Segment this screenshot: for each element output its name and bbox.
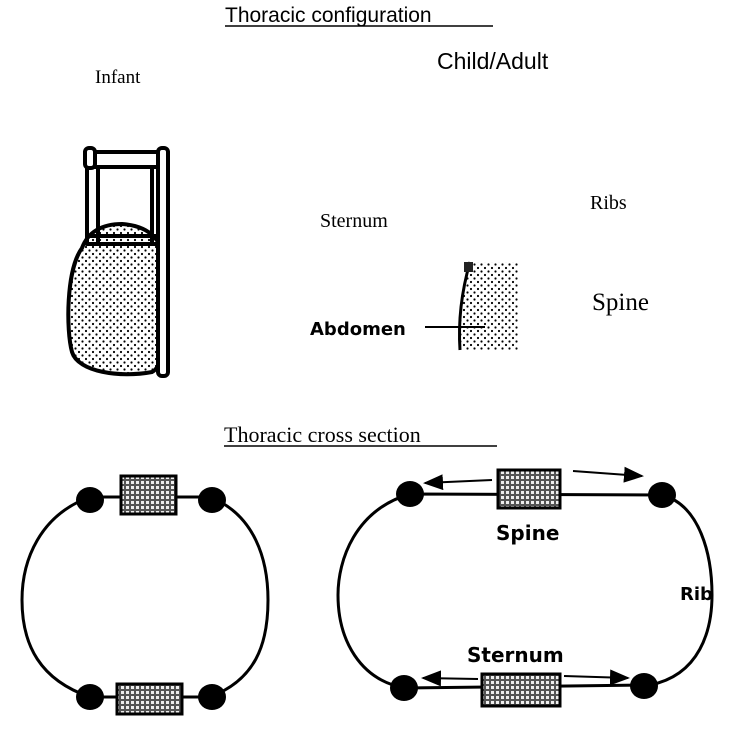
child-adult-label: Child/Adult	[437, 48, 549, 74]
adult-cross-section	[336, 466, 714, 708]
infant-label: Infant	[95, 67, 141, 88]
arrow-bottom-right	[563, 669, 630, 686]
arrow-bottom-left	[421, 670, 479, 687]
thoracic-configuration-heading: Thoracic configuration	[225, 4, 432, 27]
ribs-label: Ribs	[590, 192, 627, 214]
sternum-label-top: Sternum	[320, 210, 388, 232]
arrow-top-right	[572, 466, 644, 483]
spine-label-top: Spine	[592, 289, 649, 316]
infant-rib-joint-tl	[76, 487, 104, 513]
infant-spine-block	[119, 474, 178, 516]
abdomen-label: Abdomen	[310, 319, 406, 340]
adult-thorax-fragment	[425, 261, 518, 351]
adult-spine-block	[496, 468, 562, 510]
rib-label-bottom: Rib	[680, 584, 713, 605]
sternum-label-bottom: Sternum	[467, 643, 564, 667]
infant-thorax-drawing	[66, 146, 170, 378]
spine-label-bottom: Spine	[496, 521, 559, 545]
infant-rib-joint-br	[198, 684, 226, 710]
infant-cross-section	[20, 474, 270, 716]
infant-sternum-block	[115, 682, 184, 716]
adult-rib-joint-br	[630, 673, 658, 699]
infant-rib-joint-bl	[76, 684, 104, 710]
adult-rib-joint-tr	[648, 482, 676, 508]
adult-rib-joint-tl	[396, 481, 424, 507]
arrow-top-left	[423, 474, 493, 491]
infant-rib-joint-tr	[198, 487, 226, 513]
adult-rib-joint-bl	[390, 675, 418, 701]
adult-sternum-block	[480, 672, 562, 708]
thoracic-cross-section-heading: Thoracic cross section	[224, 422, 421, 447]
